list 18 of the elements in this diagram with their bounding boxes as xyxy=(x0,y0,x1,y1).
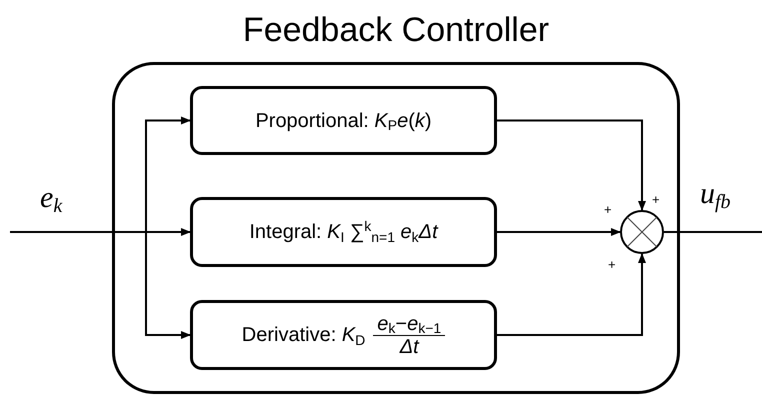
node-heading: Feedback Controller xyxy=(242,10,550,50)
process-box xyxy=(190,86,497,155)
formula-text: Proportional: K$_{P}$e(k) xyxy=(255,108,432,135)
edge-label: u$_{fb}$ xyxy=(700,176,731,212)
sign-label: + xyxy=(604,203,612,217)
process-box xyxy=(190,300,497,370)
arrow xyxy=(497,120,646,211)
process-box xyxy=(190,197,497,267)
sign-label: + xyxy=(652,193,660,207)
arrow xyxy=(497,253,646,336)
formula-text: Integral: K$_{I}$ ∑$^{k}$$_{n=1}$ e$_{k}$Δt xyxy=(249,217,438,246)
arrow xyxy=(497,228,621,236)
fraction-numerator: e$_{k}$−e$_{k−1}$ xyxy=(373,312,446,336)
formula-text: Derivative: K$_{D}$ xyxy=(242,323,366,350)
edge-label: e$_{k}$ xyxy=(40,180,62,216)
sign-label: + xyxy=(608,258,616,272)
fraction-denominator: Δt xyxy=(400,336,419,358)
arrow xyxy=(10,231,191,339)
